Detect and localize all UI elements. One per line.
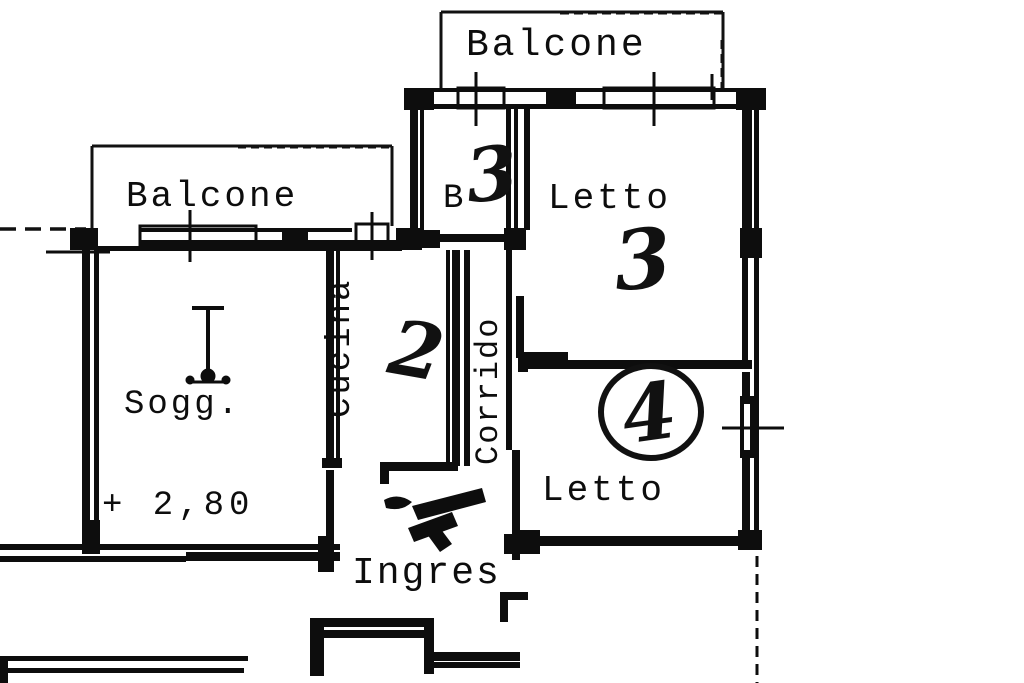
left-exterior-wall — [82, 248, 100, 554]
bagno-walls — [404, 104, 526, 250]
handwritten-annotation-letto-upper: 3 — [609, 209, 676, 311]
letto4-window-symbol — [722, 396, 784, 458]
left-balcony-window-ticks — [188, 210, 374, 262]
soggiorno-right-wall — [322, 250, 342, 550]
handwritten-scribble-ingresso — [384, 488, 486, 552]
room-label-corridoio: Corrido — [470, 316, 507, 465]
door-leaf-corridoio — [516, 296, 568, 360]
room-label-soggiorno: Sogg. — [124, 386, 242, 424]
room-label-balcone-left: Balcone — [126, 176, 299, 217]
ceiling-light-icon — [185, 306, 231, 385]
room-label-bagno: B — [443, 180, 466, 218]
elevation-label-soggiorno: + 2,80 — [102, 487, 255, 525]
letto3-right-wall-dots — [744, 252, 748, 340]
room-label-letto-lower: Letto — [542, 470, 666, 511]
door-swing-corridoio — [518, 300, 566, 358]
handwritten-annotation-bagno: 3 — [461, 129, 522, 221]
room-label-ingresso: Ingres — [352, 552, 501, 595]
room-label-letto-upper: Letto — [548, 178, 672, 219]
left-balcony-lower-edge — [96, 246, 402, 251]
top-wall-window-ticks — [474, 72, 714, 126]
bottom-left-fragment — [0, 656, 248, 683]
top-wall-window-symbols — [456, 86, 716, 110]
room-label-balcone-top: Balcone — [466, 24, 647, 67]
handwritten-circle-letto-lower — [598, 363, 704, 461]
cucina-walls — [380, 250, 460, 484]
soggiorno-bottom-wall — [0, 536, 340, 572]
balcone-top-outline-dashes — [560, 11, 724, 92]
ingresso-walls — [310, 592, 528, 676]
room-label-cucina: Cucina — [322, 277, 360, 418]
